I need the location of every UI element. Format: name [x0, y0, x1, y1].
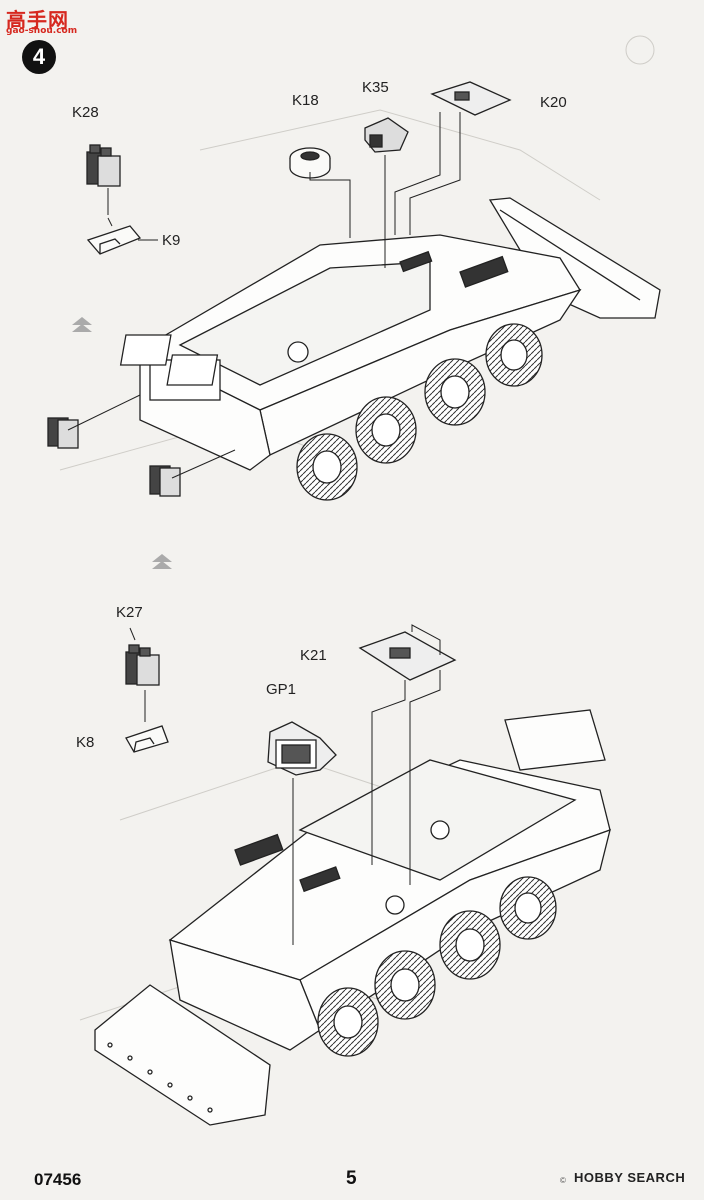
part-k35-block [364, 117, 409, 153]
wheels-top [296, 323, 543, 501]
direction-arrows [72, 317, 172, 569]
leader-lines-bottom [129, 624, 441, 945]
part-k28-jerry-cans [86, 144, 121, 187]
page-number: 5 [346, 1168, 357, 1189]
watermark-site-name: 高手网 [6, 8, 69, 32]
mine-plow-bottom [94, 984, 271, 1126]
label-gp1: GP1 [266, 681, 297, 698]
label-k21: K21 [300, 647, 327, 664]
label-k18: K18 [292, 92, 319, 109]
step-number-badge: 4 [22, 40, 56, 74]
leader-lines-top [67, 112, 461, 479]
copyright-mark: © [560, 1176, 566, 1185]
jerry-cans-installed-left [47, 417, 181, 497]
hull-front-bottom [169, 939, 321, 1051]
watermark-logo: 高手网 gao-shou.com [6, 4, 77, 36]
label-k8: K8 [76, 734, 95, 751]
label-k9: K9 [162, 232, 181, 249]
vehicle-top [119, 197, 661, 471]
wheels-bottom [317, 876, 557, 1057]
part-k18-cylinder [289, 147, 331, 179]
part-gp1-shield [267, 721, 337, 776]
part-k27-jerry-cans [125, 644, 160, 686]
kit-number: 07456 [34, 1170, 82, 1189]
hobby-search-watermark: HOBBY SEARCH [574, 1170, 686, 1185]
label-k35: K35 [362, 79, 389, 96]
watermark-site-url: gao-shou.com [6, 26, 78, 36]
label-k28: K28 [72, 104, 99, 121]
label-k20: K20 [540, 94, 567, 111]
label-k27: K27 [116, 604, 143, 621]
part-k20-panel [430, 81, 512, 116]
